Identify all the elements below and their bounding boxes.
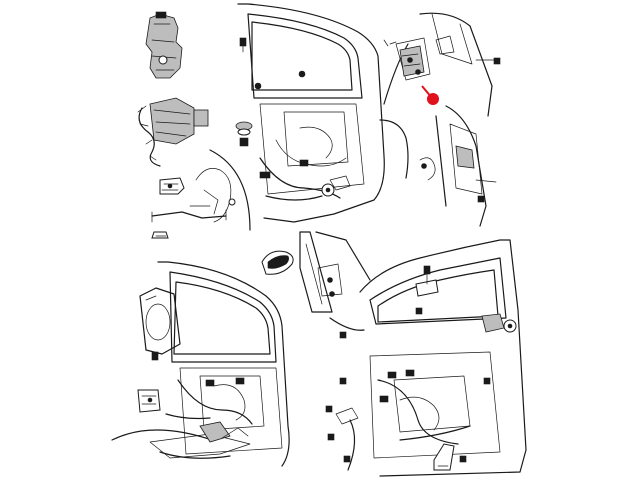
latch-bracket-lower (137, 389, 161, 413)
sliding-door-lower-right (359, 239, 527, 477)
detail-callout-arc (111, 429, 213, 441)
upper-hinge (415, 265, 439, 297)
roller-arm (481, 313, 517, 333)
detail-callout-arc (347, 419, 356, 471)
detail-callout-arc (165, 413, 211, 420)
bolt (239, 37, 247, 53)
latch-actuator-assembly (145, 11, 183, 79)
striker-bracket-detail (189, 168, 236, 223)
door-lock-module (137, 97, 209, 167)
latch-bracket (159, 177, 185, 195)
lock-latch-detail (383, 12, 501, 117)
door-handle-exterior (261, 250, 294, 275)
bolt (151, 351, 159, 361)
speaker-panel (139, 287, 181, 355)
grommet (235, 121, 253, 136)
lock-rod-clip (335, 407, 359, 425)
sliding-door-upper (237, 3, 385, 223)
clip (239, 137, 249, 147)
detail-callout-arc (329, 317, 365, 331)
callout-pointer-dot-icon (427, 93, 439, 105)
door-frame-striker-detail (419, 105, 497, 227)
callout-pointer (421, 85, 439, 105)
bolt (325, 307, 491, 463)
lower-roller-bracket (433, 443, 455, 471)
detail-callout-arc (383, 43, 409, 105)
fastener (151, 231, 169, 239)
detail-callout-arc (379, 119, 409, 179)
lower-track-mechanism (149, 421, 251, 459)
sliding-door-lower-left (157, 261, 290, 467)
detail-callout-arc (209, 149, 251, 231)
door-b-pillar (299, 231, 371, 313)
